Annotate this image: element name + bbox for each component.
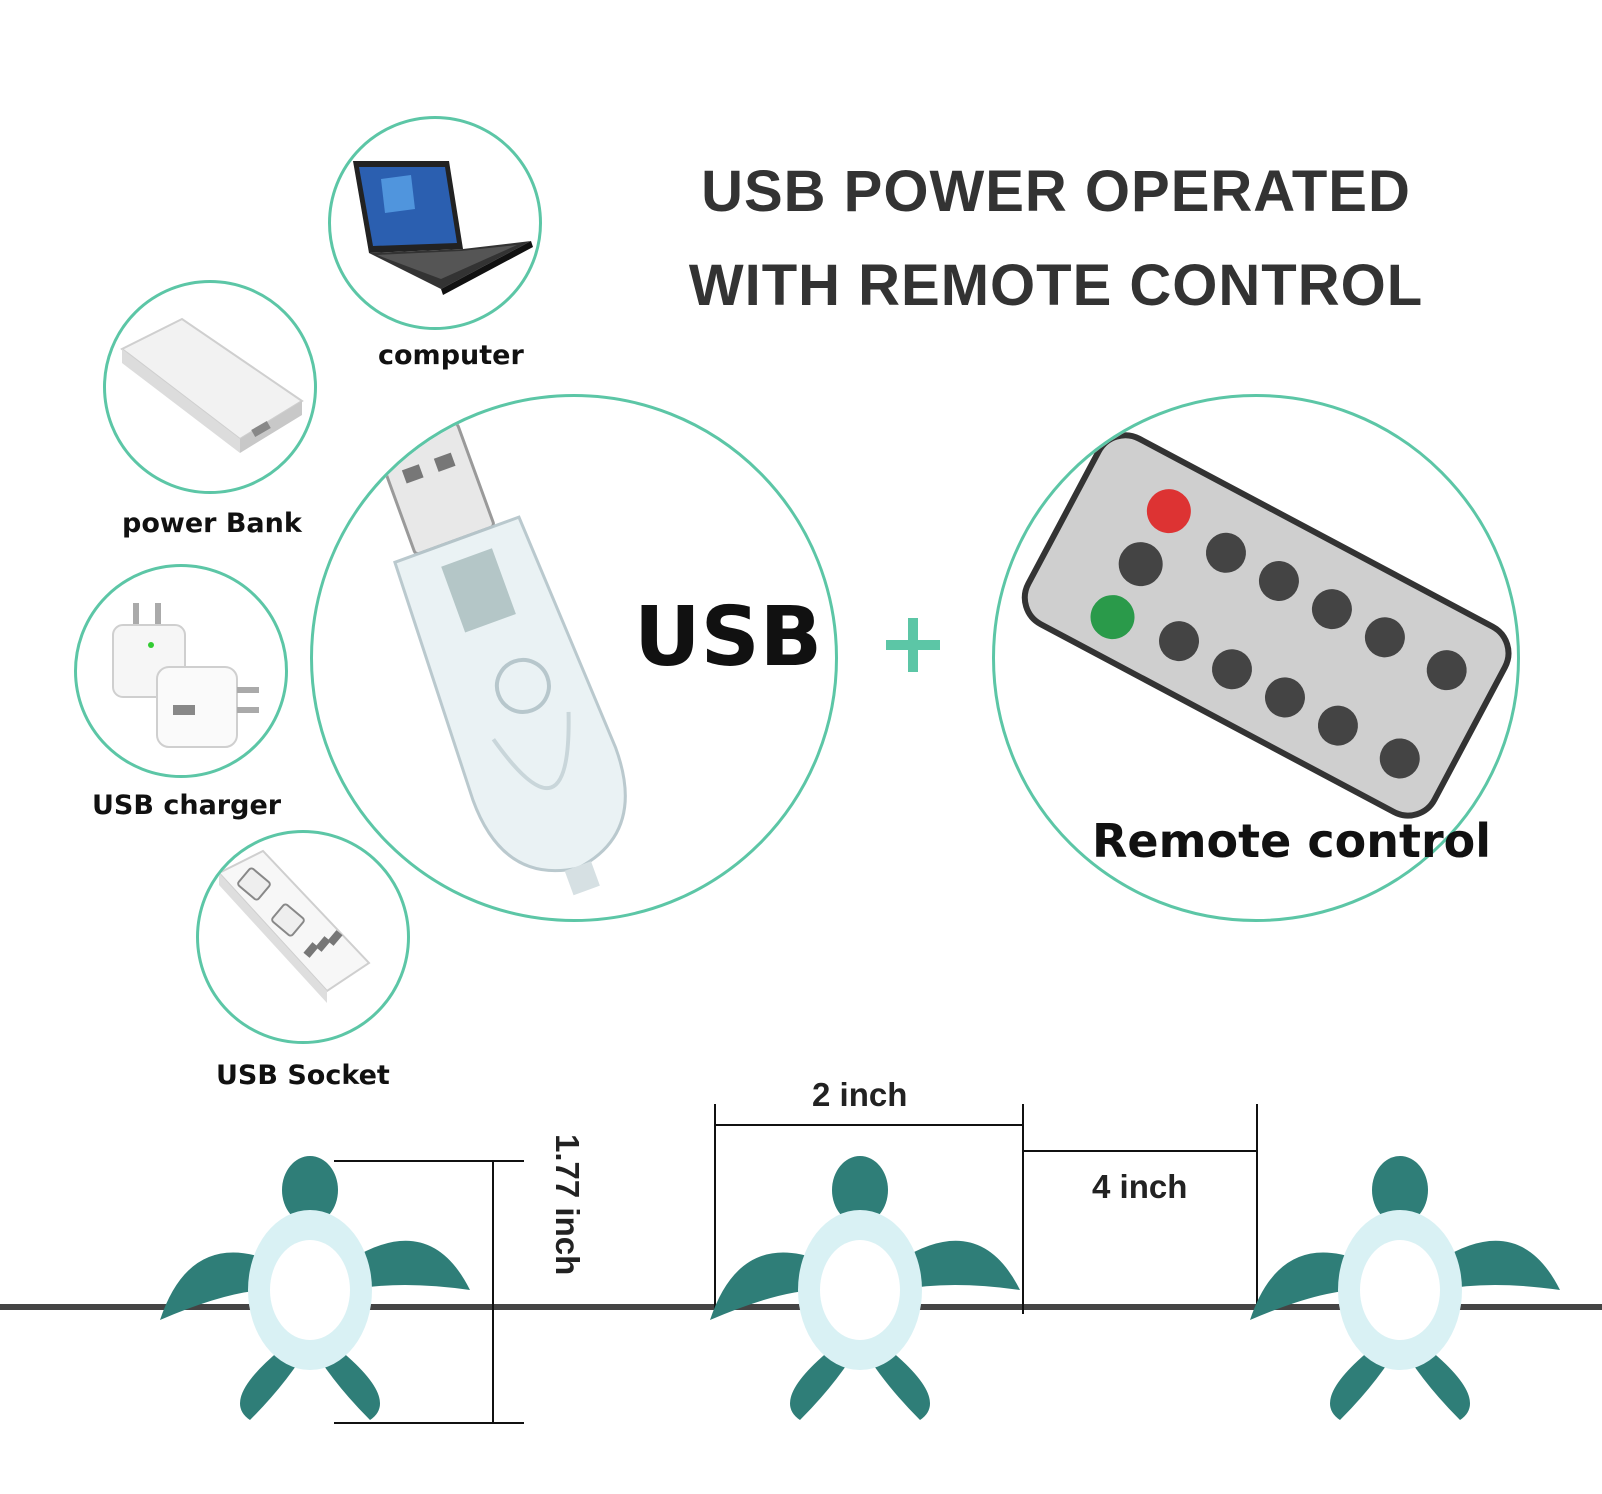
power-bank-label: power Bank <box>122 508 302 539</box>
usb-socket-label: USB Socket <box>216 1060 390 1091</box>
headline-line-2: WITH REMOTE CONTROL <box>688 253 1424 318</box>
power-strip-icon <box>217 849 371 1003</box>
turtle-light-1 <box>160 1156 470 1420</box>
spacing-dimension-label: 4 inch <box>1092 1168 1188 1205</box>
turtle-light-2 <box>710 1156 1020 1420</box>
laptop-icon <box>353 161 533 295</box>
width-dimension-label: 2 inch <box>812 1076 908 1113</box>
usb-socket-circle <box>196 830 410 1044</box>
plus-sign <box>884 616 942 674</box>
usb-plug-icon <box>377 422 627 896</box>
computer-circle <box>328 116 542 330</box>
usb-charger-circle <box>74 564 288 778</box>
height-dimension-label: 1.77 inch <box>549 1134 586 1276</box>
power-bank-circle <box>103 280 317 494</box>
usb-label: USB <box>634 590 823 685</box>
headline-line-1: USB POWER OPERATED <box>701 159 1411 224</box>
usb-circle <box>310 394 838 922</box>
turtle-light-3 <box>1250 1156 1560 1420</box>
power-bank-icon <box>120 317 304 453</box>
computer-label: computer <box>378 340 524 371</box>
remote-icon <box>1021 432 1512 819</box>
usb-charger-icon <box>112 603 259 748</box>
remote-circle <box>992 394 1520 922</box>
usb-charger-label: USB charger <box>92 790 282 821</box>
remote-label: Remote control <box>1092 814 1492 868</box>
